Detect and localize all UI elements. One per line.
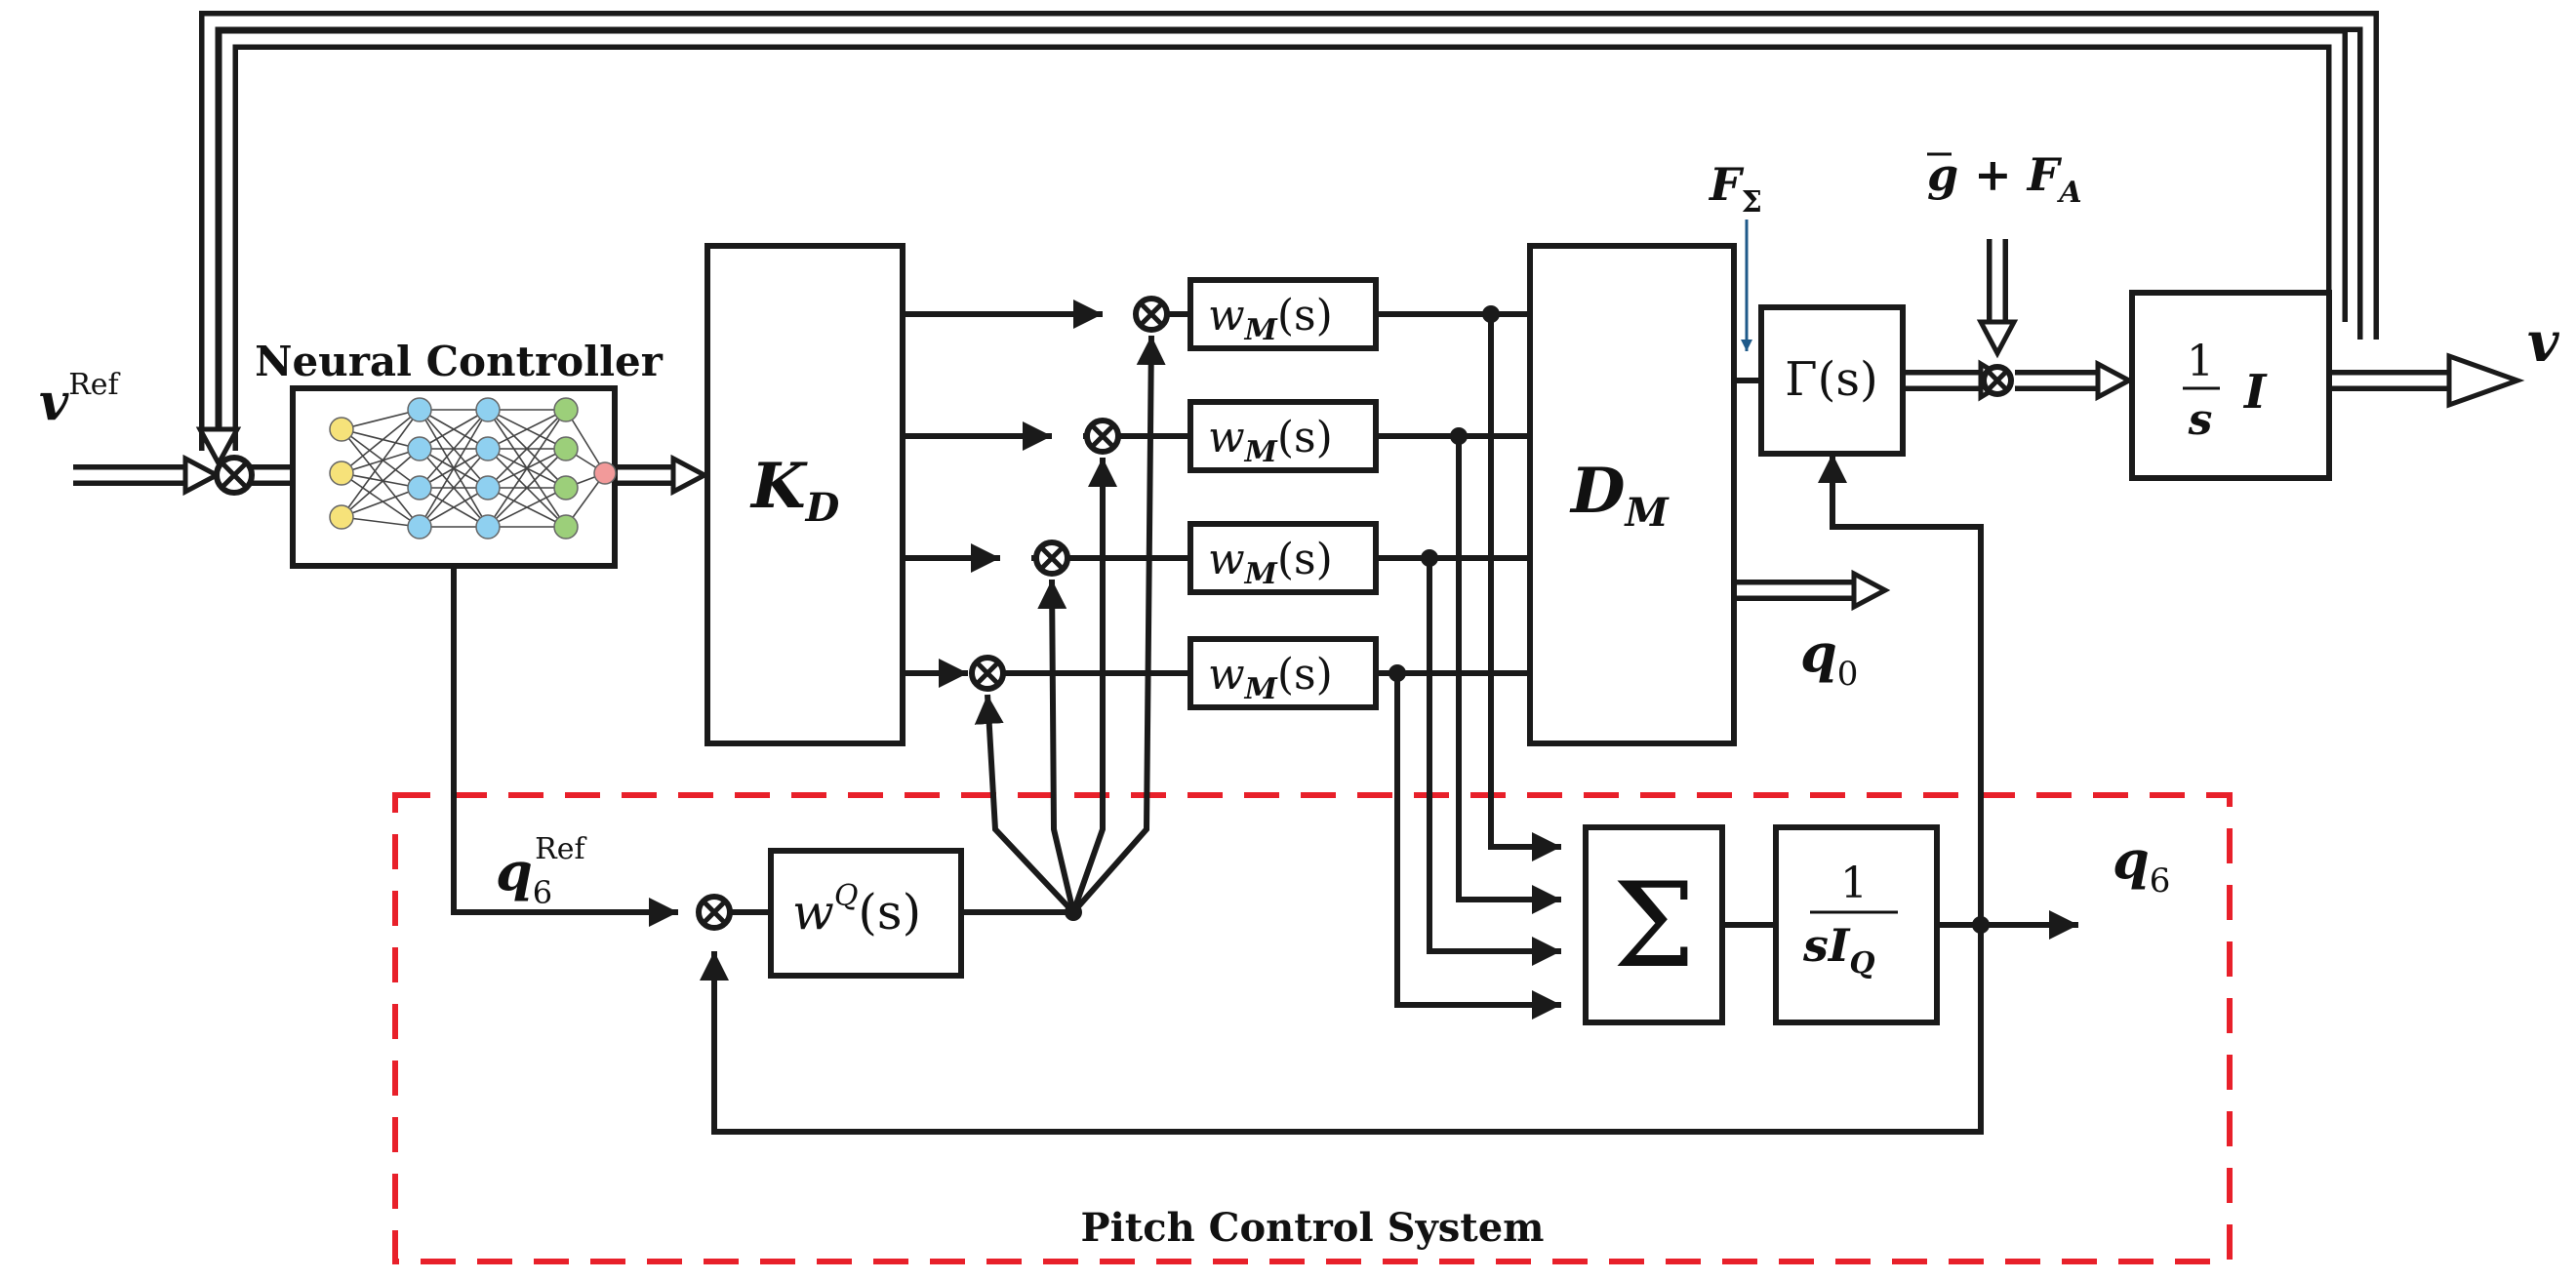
svg-text:s: s	[2188, 395, 2213, 445]
q0-label: q0	[1800, 621, 1858, 694]
gamma-block	[1758, 304, 1906, 457]
v-out-arrowhead	[2446, 352, 2525, 409]
neural-controller-title: Neural Controller	[255, 338, 664, 385]
q6-out-label: q6	[2113, 828, 2170, 901]
thin-signal-lines	[451, 220, 2078, 1135]
neural-network-icon	[329, 397, 617, 540]
pitch-control-region	[392, 792, 2233, 1264]
q6-ref-label: q6Ref	[496, 832, 586, 911]
svg-text:I: I	[2242, 365, 2268, 420]
v-ref-label: vRef	[39, 368, 121, 432]
kd-block	[704, 243, 906, 746]
product-junction-1	[1133, 296, 1170, 333]
integrator-q-block	[1773, 824, 1940, 1025]
wm-block-2: wM(s)	[1187, 399, 1379, 473]
wq-label: wQ(s)	[792, 879, 921, 941]
sum-junction-vref	[214, 455, 255, 496]
integrator-q-label: 1 sIQ	[1802, 859, 1898, 981]
product-junction-4	[969, 655, 1006, 692]
svg-text:1: 1	[2187, 337, 2214, 386]
wm-block-1: wM(s)	[1187, 277, 1379, 351]
integrator-label: 1 s I	[2183, 337, 2268, 445]
product-junction-3	[1033, 540, 1070, 577]
pitch-control-label: Pitch Control System	[1081, 1205, 1545, 1251]
dm-label: DM	[1569, 455, 1670, 536]
sum-junction-gravity	[1981, 364, 2014, 397]
outer-feedback-loop-inner	[221, 33, 2343, 451]
g-plus-fa-label: g + FA	[1927, 148, 2082, 210]
wm-block-4: wM(s)	[1187, 636, 1379, 710]
v-out-label: v	[2527, 310, 2560, 375]
feedback-arrowhead	[195, 426, 242, 469]
kd-label: KD	[749, 450, 840, 531]
wq-block	[768, 848, 964, 979]
dm-block	[1527, 243, 1737, 746]
product-junctions	[696, 296, 1170, 931]
svg-text:g + FA: g + FA	[1927, 148, 2082, 210]
svg-text:wM(s): wM(s)	[1208, 413, 1333, 469]
double-line-signals	[73, 11, 2449, 601]
integrator-block	[2129, 290, 2332, 481]
wm-block-3: wM(s)	[1187, 521, 1379, 595]
sigma-label: Σ	[1613, 859, 1696, 994]
v-ref-arrowhead	[182, 454, 222, 497]
svg-text:sIQ: sIQ	[1802, 919, 1875, 981]
gamma-label: Γ(s)	[1785, 352, 1877, 407]
svg-text:1: 1	[1840, 859, 1868, 908]
product-junction-2	[1084, 418, 1121, 455]
sigma-block	[1583, 824, 1725, 1025]
svg-text:wM(s): wM(s)	[1208, 291, 1333, 347]
svg-text:wM(s): wM(s)	[1208, 535, 1333, 591]
summing-junctions	[214, 364, 2014, 496]
svg-text:wM(s): wM(s)	[1208, 650, 1333, 706]
junction-dots	[1065, 305, 1990, 934]
sum-junction-q6	[696, 894, 733, 931]
f-sigma-label: FΣ	[1708, 158, 1762, 220]
